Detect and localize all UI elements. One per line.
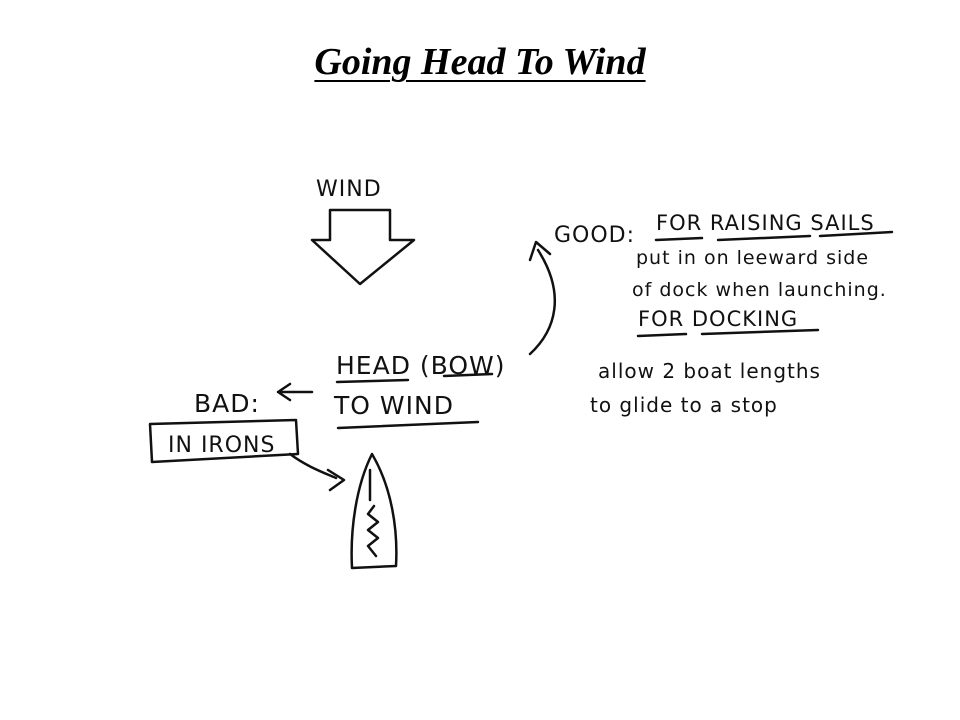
bad-arrow-icon	[276, 382, 314, 402]
good-curve-arrow-icon	[528, 248, 557, 356]
boat-icon	[350, 452, 398, 570]
docking-line2: to glide to a stop	[590, 393, 778, 417]
raising-line2: of dock when launching.	[632, 279, 887, 301]
bad-label: BAD:	[194, 389, 260, 418]
to-wind-label: TO WIND	[333, 391, 454, 420]
bow-underline	[442, 372, 494, 378]
boat-zigzag	[366, 504, 380, 558]
in-irons-banner	[148, 418, 300, 464]
irons-curve-arrow-icon	[288, 452, 338, 480]
docking-heading: FOR DOCKING	[638, 307, 798, 331]
in-irons-label: IN IRONS	[168, 433, 275, 458]
raising-heading: FOR RAISING SAILS	[656, 211, 875, 235]
raising-line1: put in on leeward side	[636, 247, 869, 269]
wind-arrow-icon	[310, 208, 416, 286]
raising-underline	[716, 234, 812, 242]
docking-underline	[700, 328, 820, 336]
good-label: GOOD:	[554, 223, 635, 248]
page-title: Going Head To Wind	[314, 41, 646, 83]
head-underline	[335, 378, 410, 384]
for-underline-1	[654, 236, 704, 242]
to-wind-underline	[336, 420, 480, 430]
docking-line1: allow 2 boat lengths	[598, 359, 821, 383]
sails-underline	[818, 230, 894, 238]
wind-label: WIND	[316, 177, 382, 202]
for-underline-2	[636, 332, 688, 338]
